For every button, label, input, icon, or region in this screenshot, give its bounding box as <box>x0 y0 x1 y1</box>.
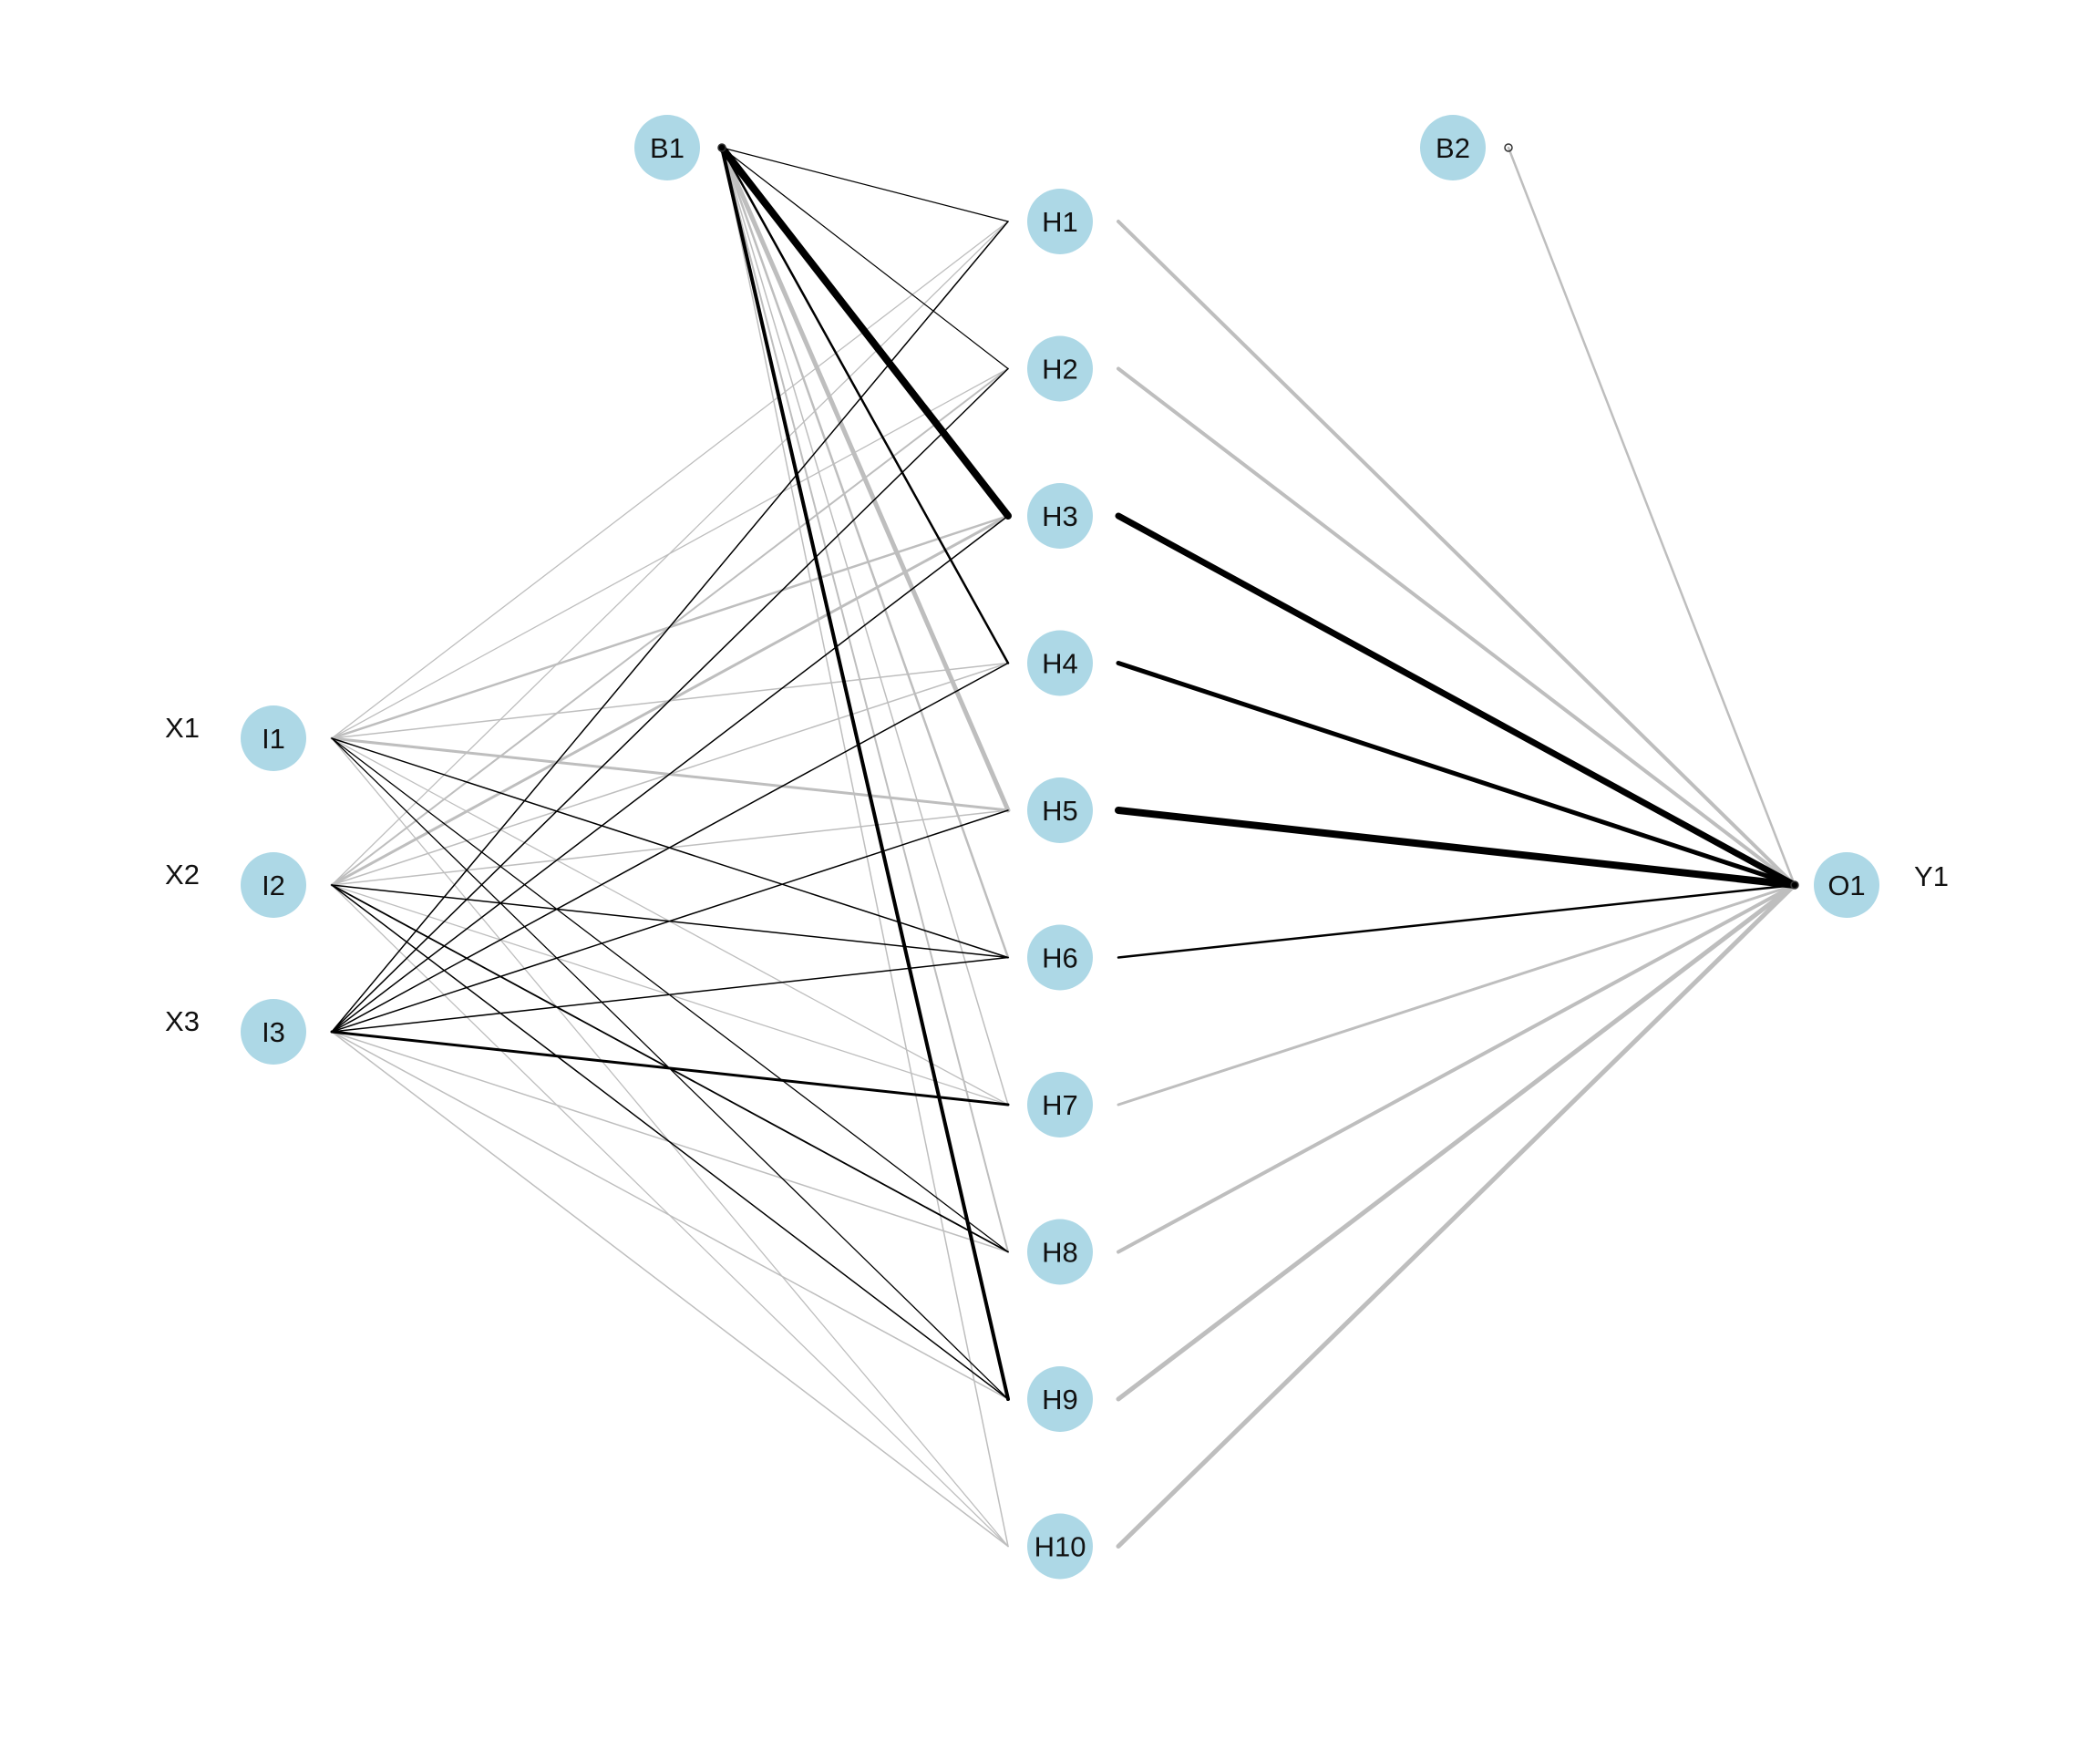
node-h9: H9 <box>1027 1366 1093 1432</box>
edge-h6-o1 <box>1117 883 1796 959</box>
node-label: H2 <box>1042 354 1078 386</box>
edge-i3-h5 <box>331 809 1009 1033</box>
node-circle <box>1027 483 1093 549</box>
edge-h3-o1 <box>1115 512 1798 889</box>
edge-h10-o1 <box>1116 882 1797 1549</box>
node-label: B2 <box>1436 132 1470 164</box>
node-label: H5 <box>1042 795 1078 827</box>
node-h7: H7 <box>1027 1072 1093 1138</box>
edge-b1-h2 <box>721 147 1009 370</box>
output-variable-label: Y1 <box>1914 860 1949 892</box>
node-label: H6 <box>1042 942 1078 974</box>
edge-i3-h4 <box>331 662 1009 1033</box>
node-b1: B1 <box>634 115 700 180</box>
node-i1: I1 <box>241 705 306 771</box>
node-h3: H3 <box>1027 483 1093 549</box>
edge-i3-h10 <box>331 1031 1009 1548</box>
node-label: H3 <box>1042 500 1078 532</box>
edge-b1-h8 <box>721 147 1009 1253</box>
edge-h1-o1 <box>1117 220 1796 887</box>
node-circle <box>241 999 306 1065</box>
edge-b1-h6 <box>720 146 1010 959</box>
node-circle <box>241 852 306 918</box>
node-label: I2 <box>262 870 285 901</box>
node-circle <box>1027 777 1093 843</box>
node-circle <box>1814 852 1879 918</box>
node-circle <box>1027 1219 1093 1285</box>
node-circle <box>634 115 700 180</box>
edge-b2-o1 <box>1507 146 1796 887</box>
node-i2: I2 <box>241 852 306 918</box>
node-label: B1 <box>650 132 685 164</box>
node-label: I3 <box>262 1016 285 1048</box>
node-label: O1 <box>1827 870 1865 901</box>
edge-i3-h3 <box>331 515 1009 1033</box>
edge-i3-h6 <box>331 956 1009 1033</box>
edge-h9-o1 <box>1116 882 1797 1402</box>
node-h2: H2 <box>1027 335 1093 402</box>
node-o1: O1 <box>1814 852 1879 918</box>
node-h4: H4 <box>1027 630 1093 696</box>
node-i3: I3 <box>241 999 306 1065</box>
node-label: H1 <box>1042 206 1078 238</box>
edge-i3-h2 <box>331 367 1009 1033</box>
edge-b1-h3 <box>718 144 1012 520</box>
node-circle <box>1027 1072 1093 1138</box>
node-circle <box>1027 1366 1093 1432</box>
node-h5: H5 <box>1027 777 1093 843</box>
anchor-dot-b1 <box>717 143 726 152</box>
node-label: I1 <box>262 723 285 755</box>
edge-h2-o1 <box>1117 366 1796 887</box>
edge-i3-h7 <box>330 1030 1010 1107</box>
edge-h8-o1 <box>1117 883 1796 1254</box>
node-label: H9 <box>1042 1384 1078 1415</box>
input-variable-label: X1 <box>165 712 200 744</box>
input-variable-label: X3 <box>165 1005 200 1037</box>
node-circle <box>1027 924 1093 991</box>
node-b2: B2 <box>1420 115 1486 180</box>
edge-i3-h9 <box>331 1031 1009 1400</box>
anchor-dot-b2 <box>1504 143 1513 152</box>
node-circle <box>1420 115 1486 180</box>
node-h6: H6 <box>1027 924 1093 991</box>
edge-h5-o1 <box>1115 807 1798 889</box>
edge-i2-h1 <box>331 221 1009 886</box>
node-label: H4 <box>1042 648 1078 680</box>
edge-h4-o1 <box>1116 661 1797 888</box>
node-label: H10 <box>1035 1531 1086 1563</box>
node-circle <box>241 705 306 771</box>
node-label: H8 <box>1042 1237 1078 1269</box>
edge-i1-h1 <box>331 221 1009 739</box>
edge-b1-h9 <box>720 146 1010 1401</box>
node-h1: H1 <box>1027 189 1093 254</box>
node-circle <box>1027 630 1093 696</box>
node-h10: H10 <box>1027 1513 1093 1580</box>
edge-h7-o1 <box>1117 883 1796 1107</box>
edges-layer <box>330 143 1799 1549</box>
node-circle <box>1027 335 1093 402</box>
anchor-dot-o1 <box>1790 880 1799 890</box>
input-variable-label: X2 <box>165 859 200 890</box>
edge-b1-h4 <box>720 146 1010 664</box>
node-h8: H8 <box>1027 1219 1093 1285</box>
edge-b1-h7 <box>721 147 1009 1106</box>
edge-b1-h10 <box>721 147 1009 1548</box>
edge-i3-h1 <box>331 221 1009 1033</box>
node-circle <box>1027 1513 1093 1580</box>
edge-b1-h1 <box>721 147 1009 222</box>
node-circle <box>1027 189 1093 254</box>
node-label: H7 <box>1042 1089 1078 1121</box>
